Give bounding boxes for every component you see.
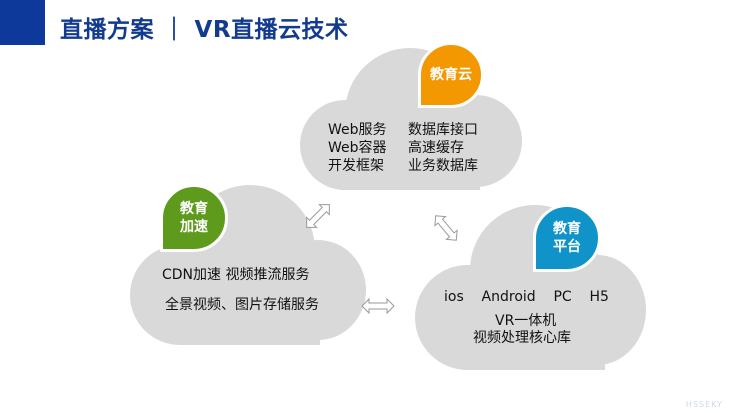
item: 高速缓存 [408, 140, 464, 156]
badge-education-platform: 教育平台 [533, 204, 601, 272]
badge-education-acceleration: 教育加速 [160, 184, 228, 252]
item: 数据库接口 [408, 122, 478, 138]
cloud-top-col2: 数据库接口 高速缓存 业务数据库 [408, 121, 478, 175]
cloud-top-col1: Web服务 Web容器 开发框架 [328, 121, 387, 175]
double-arrow-icon [434, 215, 458, 241]
cloud-right-line: 视频处理核心库 [473, 330, 571, 346]
page-title: 直播方案 ｜ VR直播云技术 [60, 17, 349, 43]
badge-label: 教育 [180, 201, 208, 217]
item: Web服务 [328, 122, 387, 138]
item: 业务数据库 [408, 158, 478, 174]
watermark-logo: HSSEKY [685, 400, 723, 409]
double-arrow-icon [361, 297, 395, 315]
badge-label: 平台 [553, 239, 581, 255]
cloud-left-line: CDN加速 视频推流服务 [162, 267, 310, 283]
badge-label: 教育 [553, 221, 581, 237]
double-arrow-icon [306, 204, 330, 228]
badge-label: 教育云 [430, 67, 472, 83]
cloud-left-line: 全景视频、图片存储服务 [165, 297, 319, 313]
cloud-right-line: VR一体机 [495, 313, 557, 329]
header-accent-bar [0, 0, 45, 45]
badge-education-cloud: 教育云 [418, 42, 484, 108]
cloud-right-line: ios Android PC H5 [444, 289, 609, 305]
badge-label: 加速 [180, 219, 208, 235]
item: Web容器 [328, 140, 387, 156]
item: 开发框架 [328, 158, 384, 174]
